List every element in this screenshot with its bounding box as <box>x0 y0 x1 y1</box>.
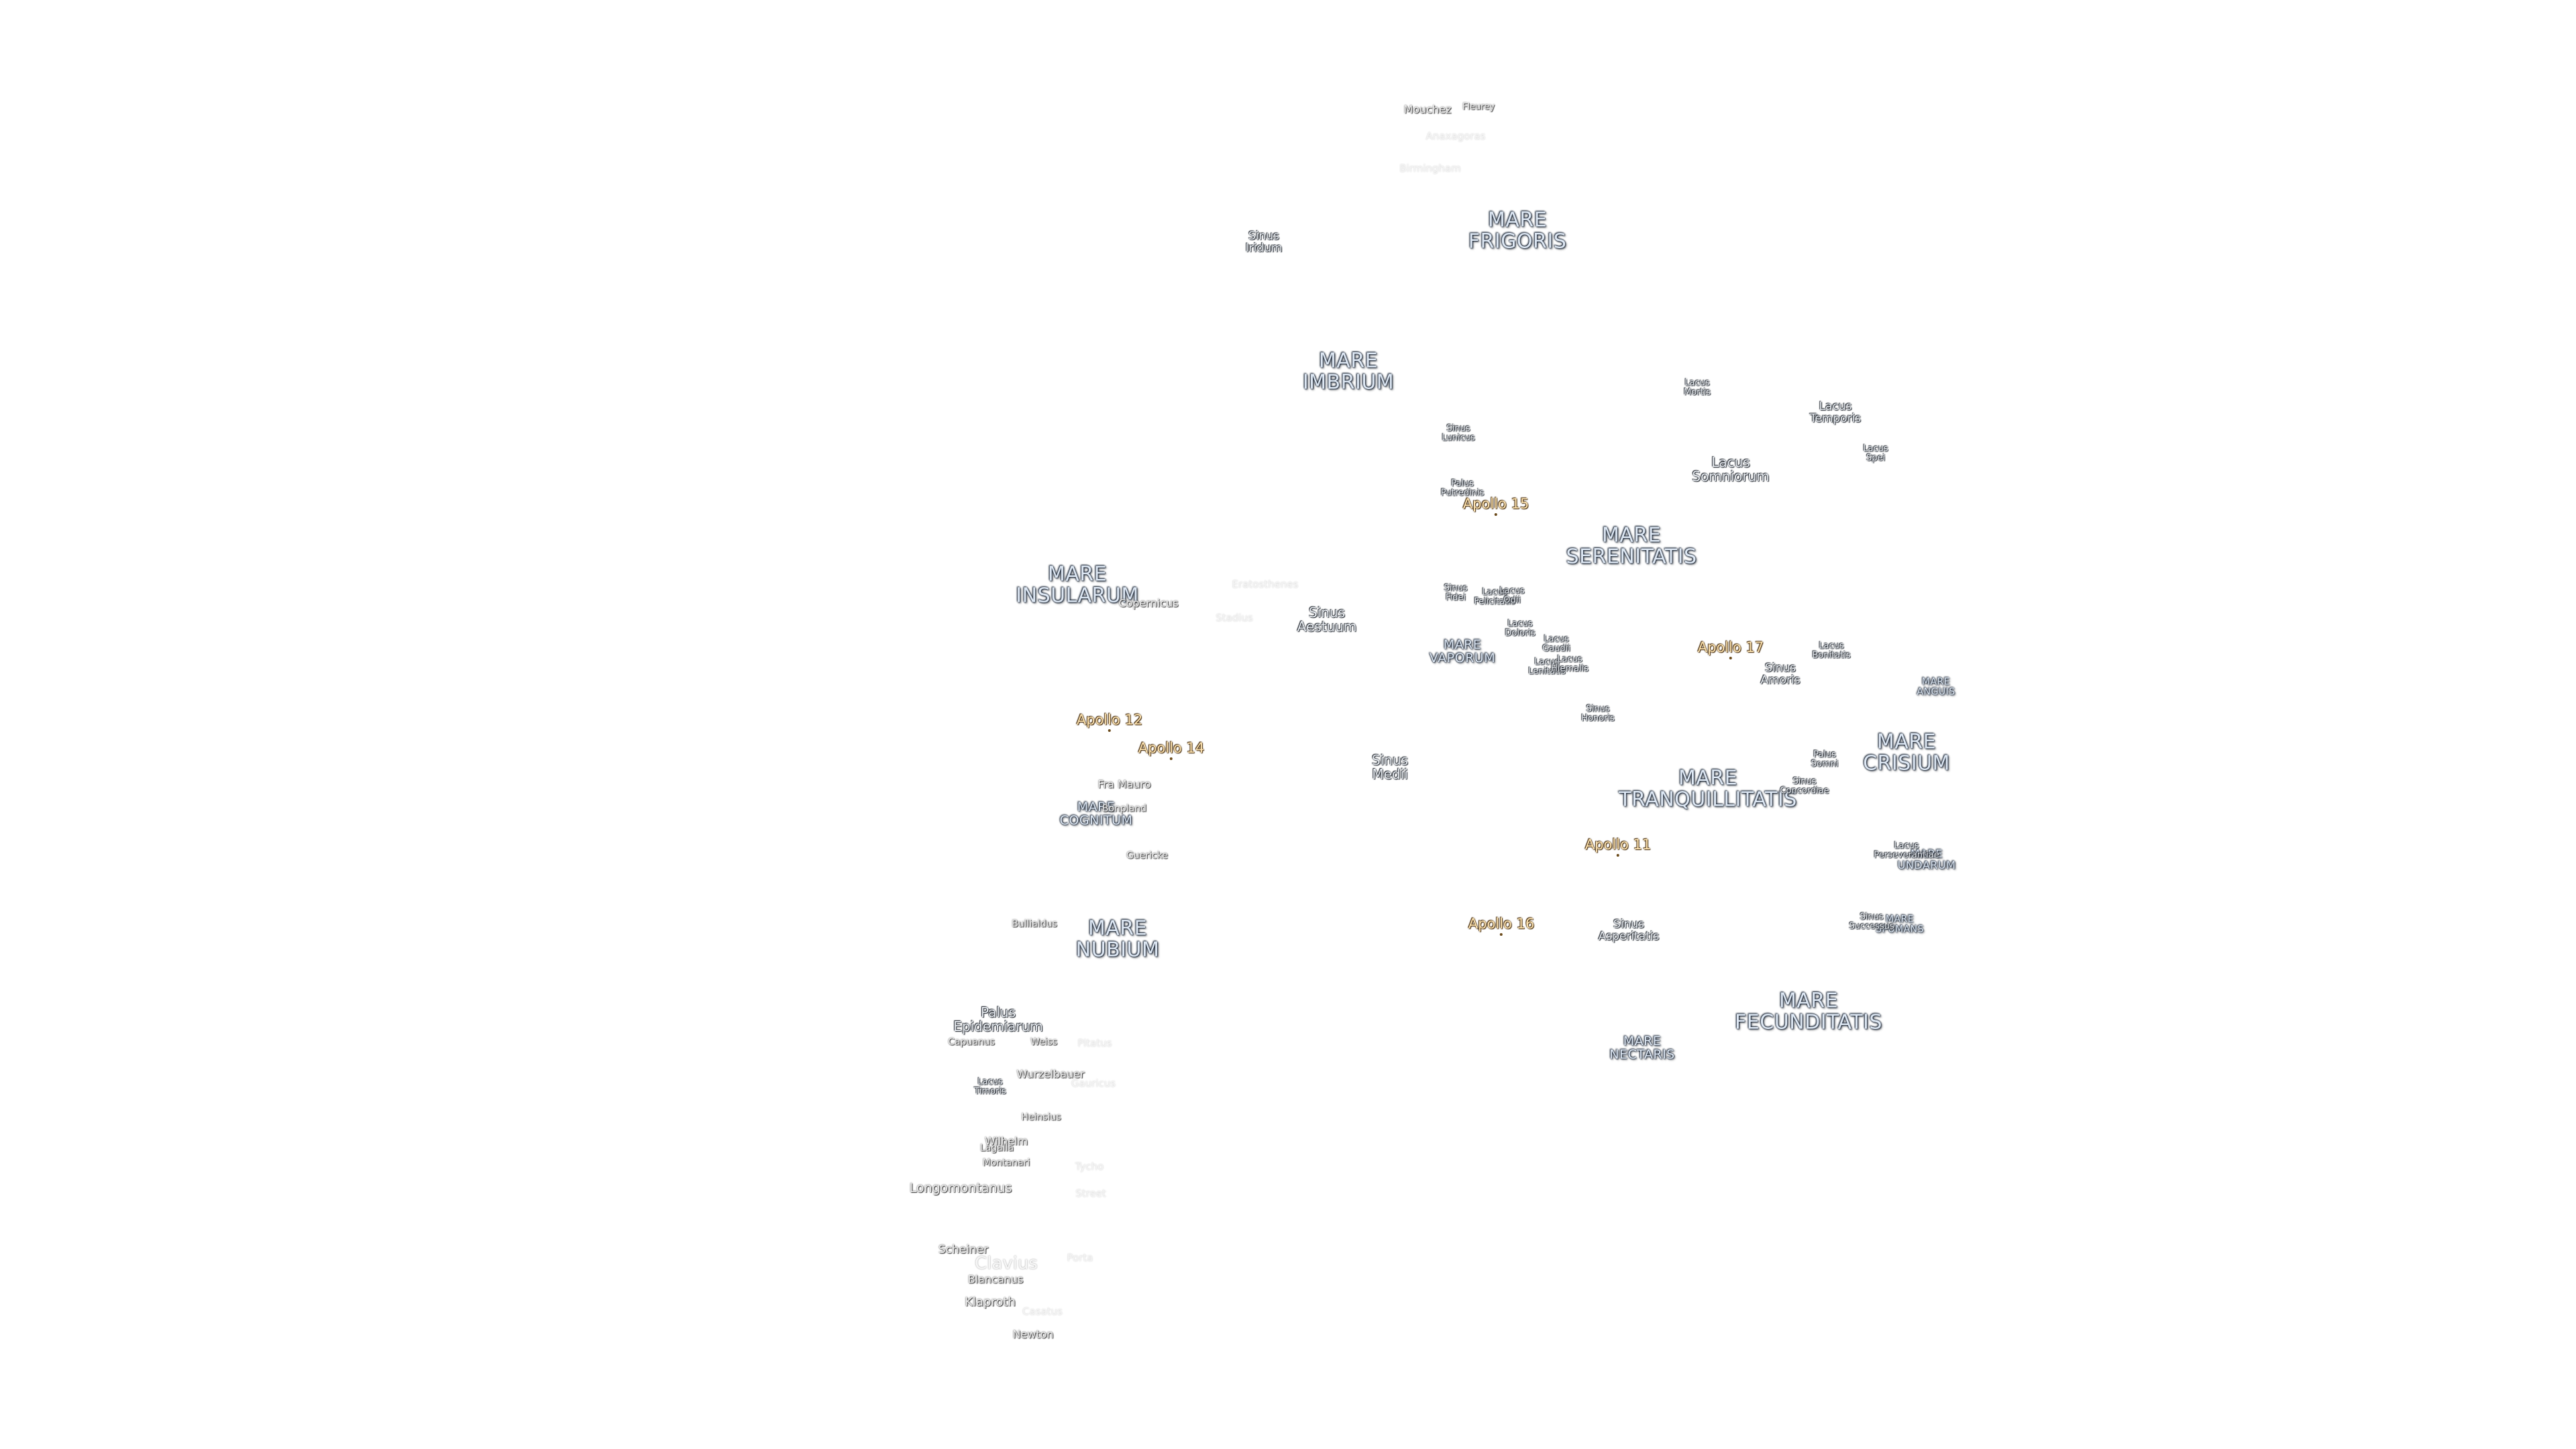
crater-newton-label: Newton <box>1012 1328 1054 1341</box>
apollo-12-marker[interactable]: Apollo 12 <box>1077 712 1142 732</box>
crater-lagalla-label: Lagalla <box>979 1142 1014 1154</box>
crater-guericke-label: Guericke <box>1126 850 1168 861</box>
mare-cognitum-label: MARE COGNITUM <box>1059 800 1133 828</box>
crater-tycho-label: Tycho <box>1075 1161 1104 1173</box>
mare-nectaris-label: MARE NECTARIS <box>1609 1034 1675 1062</box>
crater-eratosthenes-label: Eratosthenes <box>1232 578 1299 591</box>
crater-pitatus-label: Pitatus <box>1077 1037 1112 1050</box>
sinus-iridum-label: Sinus Iridum <box>1245 229 1283 255</box>
crater-birmingham-label: Birmingham <box>1399 162 1461 175</box>
crater-stadius-label: Stadius <box>1216 612 1253 625</box>
mare-fecunditatis-label: MARE FECUNDITATIS <box>1735 989 1882 1034</box>
landing-site-dot-icon <box>1495 513 1497 516</box>
mare-serenitatis-label: MARE SERENITATIS <box>1566 523 1697 568</box>
mare-frigoris-label: MARE FRIGORIS <box>1468 208 1567 253</box>
crater-street-label: Street <box>1075 1187 1106 1200</box>
mare-vaporum-label: MARE VAPORUM <box>1429 637 1496 665</box>
mare-insularum-label: MARE INSULARUM <box>1016 562 1139 607</box>
mare-anguis-label: MARE ANGUIS <box>1917 676 1955 697</box>
landing-site-dot-icon <box>1170 757 1173 760</box>
crater-montanari-label: Montanari <box>982 1157 1030 1169</box>
crater-copernicus-label: Copernicus <box>1118 596 1179 610</box>
lacus-felicitatis-label: Lacus Felicitatis <box>1474 587 1515 606</box>
lacus-bonitatis-label: Lacus Bonitatis <box>1812 641 1851 660</box>
landing-site-dot-icon <box>1617 854 1619 857</box>
sinus-medii-label: Sinus Medii <box>1371 752 1409 782</box>
palus-epidemiarum-label: Palus Epidemiarum <box>953 1004 1043 1034</box>
palus-putredinis-label: Palus Putredinis <box>1440 478 1485 498</box>
crater-gauricus-label: Gauricus <box>1071 1077 1116 1090</box>
landing-site-dot-icon <box>1729 657 1732 659</box>
mare-nubium-label: MARE NUBIUM <box>1075 916 1160 961</box>
apollo-17-label: Apollo 17 <box>1697 639 1764 655</box>
sinus-lunicus-label: Sinus Lunicus <box>1442 423 1475 443</box>
lacus-timoris-label: Lacus Timoris <box>974 1077 1006 1096</box>
crater-bullialdus-label: Bullialdus <box>1012 918 1057 930</box>
crater-klaproth-label: Klaproth <box>965 1295 1016 1309</box>
apollo-14-marker[interactable]: Apollo 14 <box>1138 740 1204 760</box>
crater-heinsius-label: Heinsius <box>1021 1112 1061 1123</box>
sinus-honoris-label: Sinus Honoris <box>1581 704 1615 723</box>
landing-site-dot-icon <box>1500 933 1503 936</box>
lacus-lenitatis-label: Lacus Lenitatis <box>1528 657 1566 676</box>
sinus-fidei-label: Sinus Fidei <box>1444 583 1468 602</box>
crater-blancanus-label: Blancanus <box>967 1273 1024 1286</box>
lacus-mortis-label: Lacus Mortis <box>1684 378 1711 397</box>
apollo-11-marker[interactable]: Apollo 11 <box>1585 837 1651 857</box>
apollo-11-label: Apollo 11 <box>1585 837 1652 853</box>
sinus-asperitatis-label: Sinus Asperitatis <box>1598 918 1660 943</box>
crater-wilhelm-label: Wilhelm <box>984 1134 1028 1148</box>
crater-mouchez-label: Mouchez <box>1403 103 1452 116</box>
crater-bonpland-label: Bonpland <box>1102 803 1147 814</box>
apollo-16-label: Apollo 16 <box>1468 916 1535 932</box>
lacus-spei-label: Lacus Spei <box>1863 443 1888 463</box>
lacus-temporis-label: Lacus Temporis <box>1809 400 1862 425</box>
crater-anaxagoras-label: Anaxagoras <box>1426 130 1486 143</box>
mare-undarum-label: MARE UNDARUM <box>1897 847 1956 871</box>
crater-porta-label: Porta <box>1067 1252 1093 1265</box>
apollo-16-marker[interactable]: Apollo 16 <box>1468 916 1534 936</box>
landing-site-dot-icon <box>1108 729 1111 732</box>
mare-crisium-label: MARE CRISIUM <box>1863 730 1950 775</box>
apollo-14-label: Apollo 14 <box>1138 740 1205 756</box>
sinus-concordiae-label: Sinus Concordiae <box>1780 776 1829 796</box>
crater-capuanus-label: Capuanus <box>948 1036 995 1048</box>
apollo-17-marker[interactable]: Apollo 17 <box>1698 639 1764 659</box>
sinus-successus-label: Sinus Successus <box>1849 912 1894 931</box>
mare-imbrium-label: MARE IMBRIUM <box>1302 349 1395 394</box>
crater-weiss-label: Weiss <box>1030 1036 1058 1048</box>
crater-fleurey-label: Fleurey <box>1462 102 1495 113</box>
apollo-12-label: Apollo 12 <box>1076 712 1143 728</box>
lacus-hiemalis-label: Lacus Hiemalis <box>1550 654 1589 674</box>
sinus-aestuum-label: Sinus Aestuum <box>1297 604 1357 635</box>
lacus-doloris-label: Lacus Doloris <box>1505 619 1536 638</box>
crater-clavius-label: Clavius <box>975 1253 1038 1274</box>
lacus-perseverantiae-label: Lacus Perseverantiae <box>1874 841 1939 860</box>
crater-fra-mauro-label: Fra Mauro <box>1097 777 1151 791</box>
apollo-15-marker[interactable]: Apollo 15 <box>1463 496 1529 516</box>
lacus-odii-label: Lacus Odii <box>1499 586 1525 605</box>
crater-longomontanus-label: Longomontanus <box>909 1181 1012 1196</box>
mare-tranquillitatis-label: MARE TRANQUILLITATIS <box>1619 766 1797 811</box>
crater-scheiner-label: Scheiner <box>938 1243 989 1257</box>
palus-somni-label: Palus Somni <box>1811 749 1839 769</box>
lacus-gaudii-label: Lacus Gaudii <box>1542 634 1570 653</box>
crater-wurzelbauer-label: Wurzelbauer <box>1016 1067 1085 1081</box>
crater-casatus-label: Casatus <box>1022 1305 1063 1318</box>
apollo-15-label: Apollo 15 <box>1462 496 1529 512</box>
sinus-amoris-label: Sinus Amoris <box>1760 661 1801 687</box>
mare-spumans-label: MARE SPUMANS <box>1875 914 1925 934</box>
lacus-somniorum-label: Lacus Somniorum <box>1692 454 1770 484</box>
